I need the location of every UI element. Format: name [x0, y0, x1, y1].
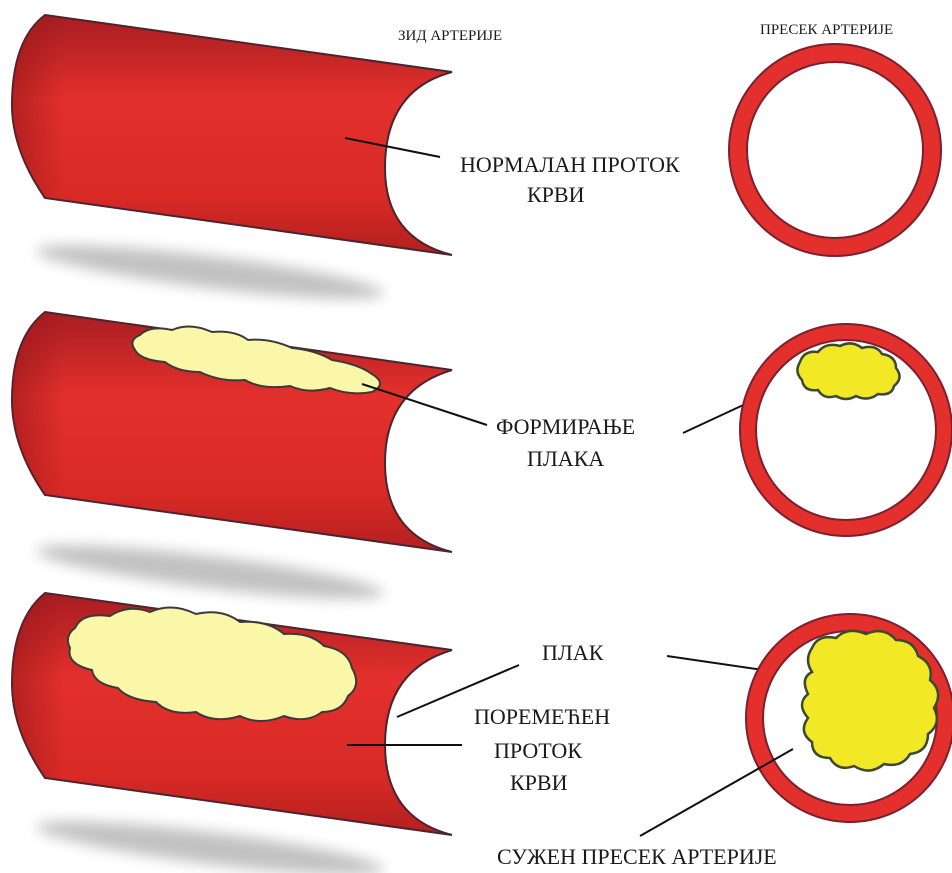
artery-vessel-normal — [12, 15, 452, 255]
wall-header: ЗИД АРТЕРИЈЕ — [398, 28, 502, 44]
plaque-forming-label-line1: ФОРМИРАЊЕ — [496, 414, 635, 439]
disturbed-flow-label-line3: КРВИ — [510, 770, 568, 795]
cross-section-normal — [729, 44, 941, 256]
plaque-forming-label-line2: ПЛАКА — [527, 446, 604, 471]
cross-section-header: ПРЕСЕК АРТЕРИЈЕ — [760, 22, 893, 38]
cross-section-forming — [740, 324, 952, 536]
stage-normal: НОРМАЛАН ПРОТОК КРВИ — [12, 15, 941, 309]
normal-flow-label-line2: КРВИ — [527, 182, 585, 207]
vessel-shadow — [34, 811, 385, 873]
stage-plaque-forming: ФОРМИРАЊЕ ПЛАКА — [12, 312, 952, 609]
cross-section-narrowed — [746, 614, 952, 822]
plaque-cross — [802, 631, 938, 771]
vessel-shadow — [34, 235, 385, 309]
narrowed-section-label: СУЖЕН ПРЕСЕК АРТЕРИЈЕ — [497, 844, 777, 869]
stage-plaque: ПЛАК ПОРЕМЕЋЕН ПРОТОК КРВИ СУЖЕН ПРЕСЕК … — [12, 593, 952, 873]
disturbed-flow-label-line2: ПРОТОК — [494, 738, 582, 763]
disturbed-flow-label-line1: ПОРЕМЕЋЕН — [474, 704, 610, 729]
narrowed-leader — [640, 749, 793, 836]
plaque-label: ПЛАК — [542, 640, 604, 665]
normal-flow-label-line1: НОРМАЛАН ПРОТОК — [460, 152, 680, 177]
